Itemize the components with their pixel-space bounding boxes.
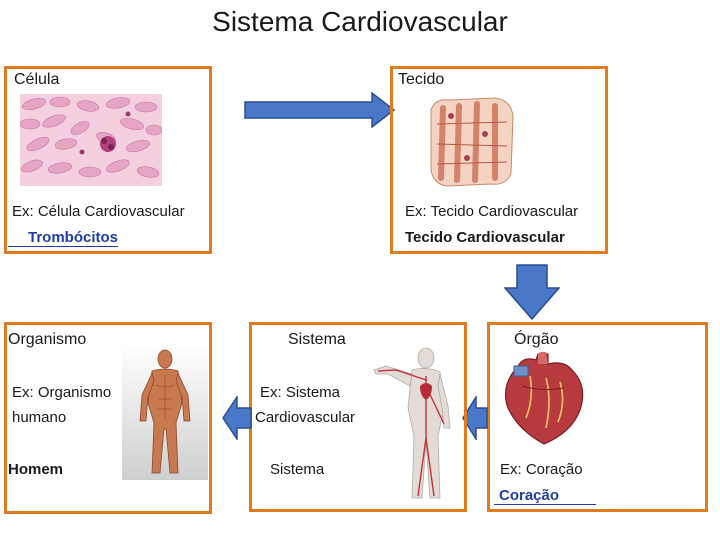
heart-image (494, 352, 592, 446)
circulatory-system-body-image (368, 346, 458, 502)
celula-label: Célula (14, 71, 59, 89)
celula-link[interactable]: Trombócitos (8, 229, 118, 247)
celula-example: Ex: Célula Cardiovascular (12, 203, 185, 220)
organismo-example-line1: Ex: Organismo (12, 384, 111, 401)
organismo-answer: Homem (8, 461, 63, 478)
cardiac-tissue-image (425, 94, 517, 190)
sistema-answer: Sistema (270, 461, 324, 478)
arrow-down-icon (504, 264, 560, 320)
orgao-link[interactable]: Coração (494, 487, 596, 505)
sistema-example-line1: Ex: Sistema (260, 384, 340, 401)
sistema-label: Sistema (288, 331, 346, 349)
tecido-example: Ex: Tecido Cardiovascular (405, 203, 578, 220)
orgao-example: Ex: Coração (500, 461, 583, 478)
sistema-example-line2: Cardiovascular (255, 409, 355, 426)
page-title: Sistema Cardiovascular (0, 6, 720, 38)
organismo-example-line2: humano (12, 409, 66, 426)
organismo-label: Organismo (8, 331, 86, 349)
arrow-right-icon (244, 92, 396, 128)
celula-link-text: Trombócitos (28, 229, 118, 246)
human-muscular-body-image (122, 345, 208, 480)
arrow-left-icon (222, 396, 252, 440)
blood-cells-micrograph-image (20, 94, 162, 186)
orgao-label: Órgão (514, 331, 558, 349)
tecido-label: Tecido (398, 71, 444, 89)
orgao-link-text: Coração (499, 487, 559, 504)
tecido-answer: Tecido Cardiovascular (405, 229, 565, 246)
